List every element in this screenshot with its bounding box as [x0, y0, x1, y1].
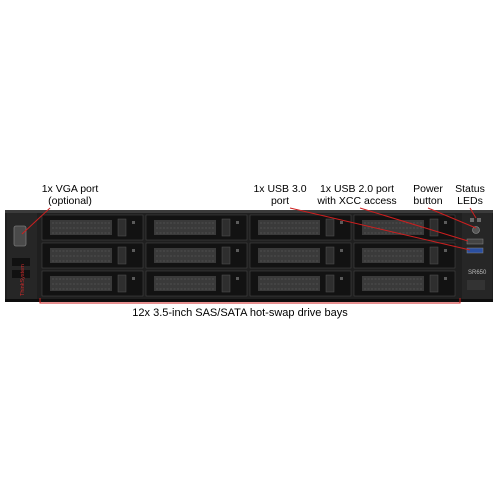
- usb3-callout-line2: port: [270, 195, 290, 207]
- drive-activity-led: [132, 249, 135, 252]
- status-callout-line: [469, 207, 477, 219]
- status-callout-line2: LEDs: [457, 195, 483, 207]
- drive-bay-grille: [154, 248, 216, 263]
- vga-callout-line1: 1x VGA port: [41, 183, 99, 195]
- usb3-port-icon: [466, 247, 484, 254]
- drive-latch[interactable]: [325, 218, 335, 237]
- power-button-icon[interactable]: [472, 226, 480, 234]
- drive-activity-led: [444, 277, 447, 280]
- status-leds-callout: Status LEDs: [450, 183, 490, 207]
- status-led-icon-2: [477, 218, 481, 222]
- left-ear-slot: [12, 258, 30, 266]
- power-callout-line: [427, 207, 477, 229]
- chassis-bottom-edge: [5, 299, 493, 302]
- drive-bay-grille: [154, 220, 216, 235]
- brand-label: ThinkSystem: [20, 264, 26, 296]
- status-callout-line1: Status: [455, 183, 485, 195]
- drive-activity-led: [340, 249, 343, 252]
- drive-bay-grille: [154, 276, 216, 291]
- right-ear-tag: [467, 280, 485, 290]
- bays-bracket-line: [39, 298, 461, 304]
- drive-activity-led: [340, 277, 343, 280]
- drive-latch[interactable]: [429, 274, 439, 293]
- drive-latch[interactable]: [117, 246, 127, 265]
- power-callout-line1: Power: [413, 183, 443, 195]
- drive-latch[interactable]: [429, 246, 439, 265]
- drive-activity-led: [132, 221, 135, 224]
- drive-latch[interactable]: [221, 218, 231, 237]
- drive-bay-grille: [50, 276, 112, 291]
- left-ear-slot-2: [12, 270, 30, 278]
- vga-port-icon: [13, 225, 27, 247]
- drive-latch[interactable]: [429, 218, 439, 237]
- usb3-callout-line1: 1x USB 3.0: [253, 183, 307, 195]
- vga-callout-line: [21, 207, 51, 235]
- drive-bay-grille: [258, 248, 320, 263]
- usb2-port-callout: 1x USB 2.0 port with XCC access: [312, 183, 402, 207]
- usb2-callout-line1: 1x USB 2.0 port: [319, 183, 395, 195]
- drive-bay-grille: [50, 220, 112, 235]
- vga-port-callout: 1x VGA port (optional): [30, 183, 110, 207]
- drive-bay-grille: [362, 248, 424, 263]
- drive-bay-grille: [258, 276, 320, 291]
- usb2-callout-line: [359, 207, 469, 242]
- drive-bay-grille: [362, 220, 424, 235]
- drive-latch[interactable]: [117, 274, 127, 293]
- status-led-icon: [470, 218, 474, 222]
- chassis-top-edge: [5, 210, 493, 213]
- drive-activity-led: [236, 221, 239, 224]
- power-callout-line2: button: [413, 195, 443, 207]
- drive-activity-led: [444, 249, 447, 252]
- drive-activity-led: [132, 277, 135, 280]
- callout-lines: [21, 207, 477, 304]
- drive-bay-grille: [50, 248, 112, 263]
- drive-activity-led: [236, 277, 239, 280]
- drive-bay-grille: [362, 276, 424, 291]
- drive-activity-led: [340, 221, 343, 224]
- usb3-port-callout: 1x USB 3.0 port: [245, 183, 315, 207]
- usb2-port-icon: [466, 238, 484, 245]
- drive-bay-grid: [41, 214, 456, 297]
- drive-latch[interactable]: [221, 246, 231, 265]
- drive-latch[interactable]: [117, 218, 127, 237]
- model-label: SR650: [468, 270, 487, 276]
- vga-callout-line2: (optional): [48, 195, 92, 207]
- drive-bays-callout: 12x 3.5-inch SAS/SATA hot-swap drive bay…: [132, 307, 348, 319]
- power-button-callout: Power button: [407, 183, 449, 207]
- drive-latch[interactable]: [325, 274, 335, 293]
- drive-latch[interactable]: [221, 274, 231, 293]
- usb2-callout-line2: with XCC access: [317, 195, 397, 207]
- usb3-callout-line: [289, 207, 471, 251]
- drive-activity-led: [236, 249, 239, 252]
- drive-latch[interactable]: [325, 246, 335, 265]
- drive-activity-led: [444, 221, 447, 224]
- drive-bay-grille: [258, 220, 320, 235]
